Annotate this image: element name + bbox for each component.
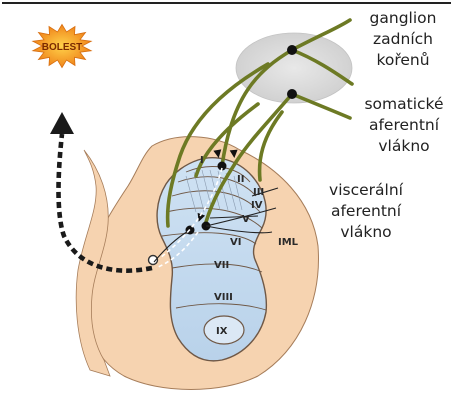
visceral-label-line-3: vlákno (318, 222, 414, 243)
visceral-label-line-2: aferentní (318, 201, 414, 222)
lamina-label-ix: IX (216, 326, 228, 337)
lamina-label-i: I (200, 155, 204, 166)
lamina-label-ii: II (237, 174, 244, 185)
visceral-fiber-label: viscerální aferentní vlákno (318, 180, 414, 243)
lamina-label-vi: VI (230, 237, 241, 248)
ganglion-label-line-1: ganglion (357, 8, 449, 29)
somatic-label-line-3: vlákno (356, 136, 452, 157)
lamina-label-iii: III (253, 187, 264, 198)
lamina-label-vii: VII (214, 260, 229, 271)
ganglion-label-line-2: zadních (357, 29, 449, 50)
lamina-label-v: V (242, 214, 250, 225)
ganglion-neuron-upper (287, 45, 297, 55)
lamina-label-viii: VIII (214, 292, 233, 303)
ganglion-neuron-lower (287, 89, 297, 99)
iml-label: IML (278, 237, 299, 248)
lamina-label-iv: IV (251, 200, 263, 211)
somatic-fiber-label: somatické aferentní vlákno (356, 94, 452, 157)
somatic-label-line-2: aferentní (356, 115, 452, 136)
dashed-arrow-up-icon (50, 112, 74, 134)
ganglion-label-line-3: kořenů (357, 50, 449, 71)
pain-label: BOLEST (42, 42, 83, 53)
somatic-label-line-1: somatické (356, 94, 452, 115)
visceral-label-line-1: viscerální (318, 180, 414, 201)
ganglion-label: ganglion zadních kořenů (357, 8, 449, 71)
